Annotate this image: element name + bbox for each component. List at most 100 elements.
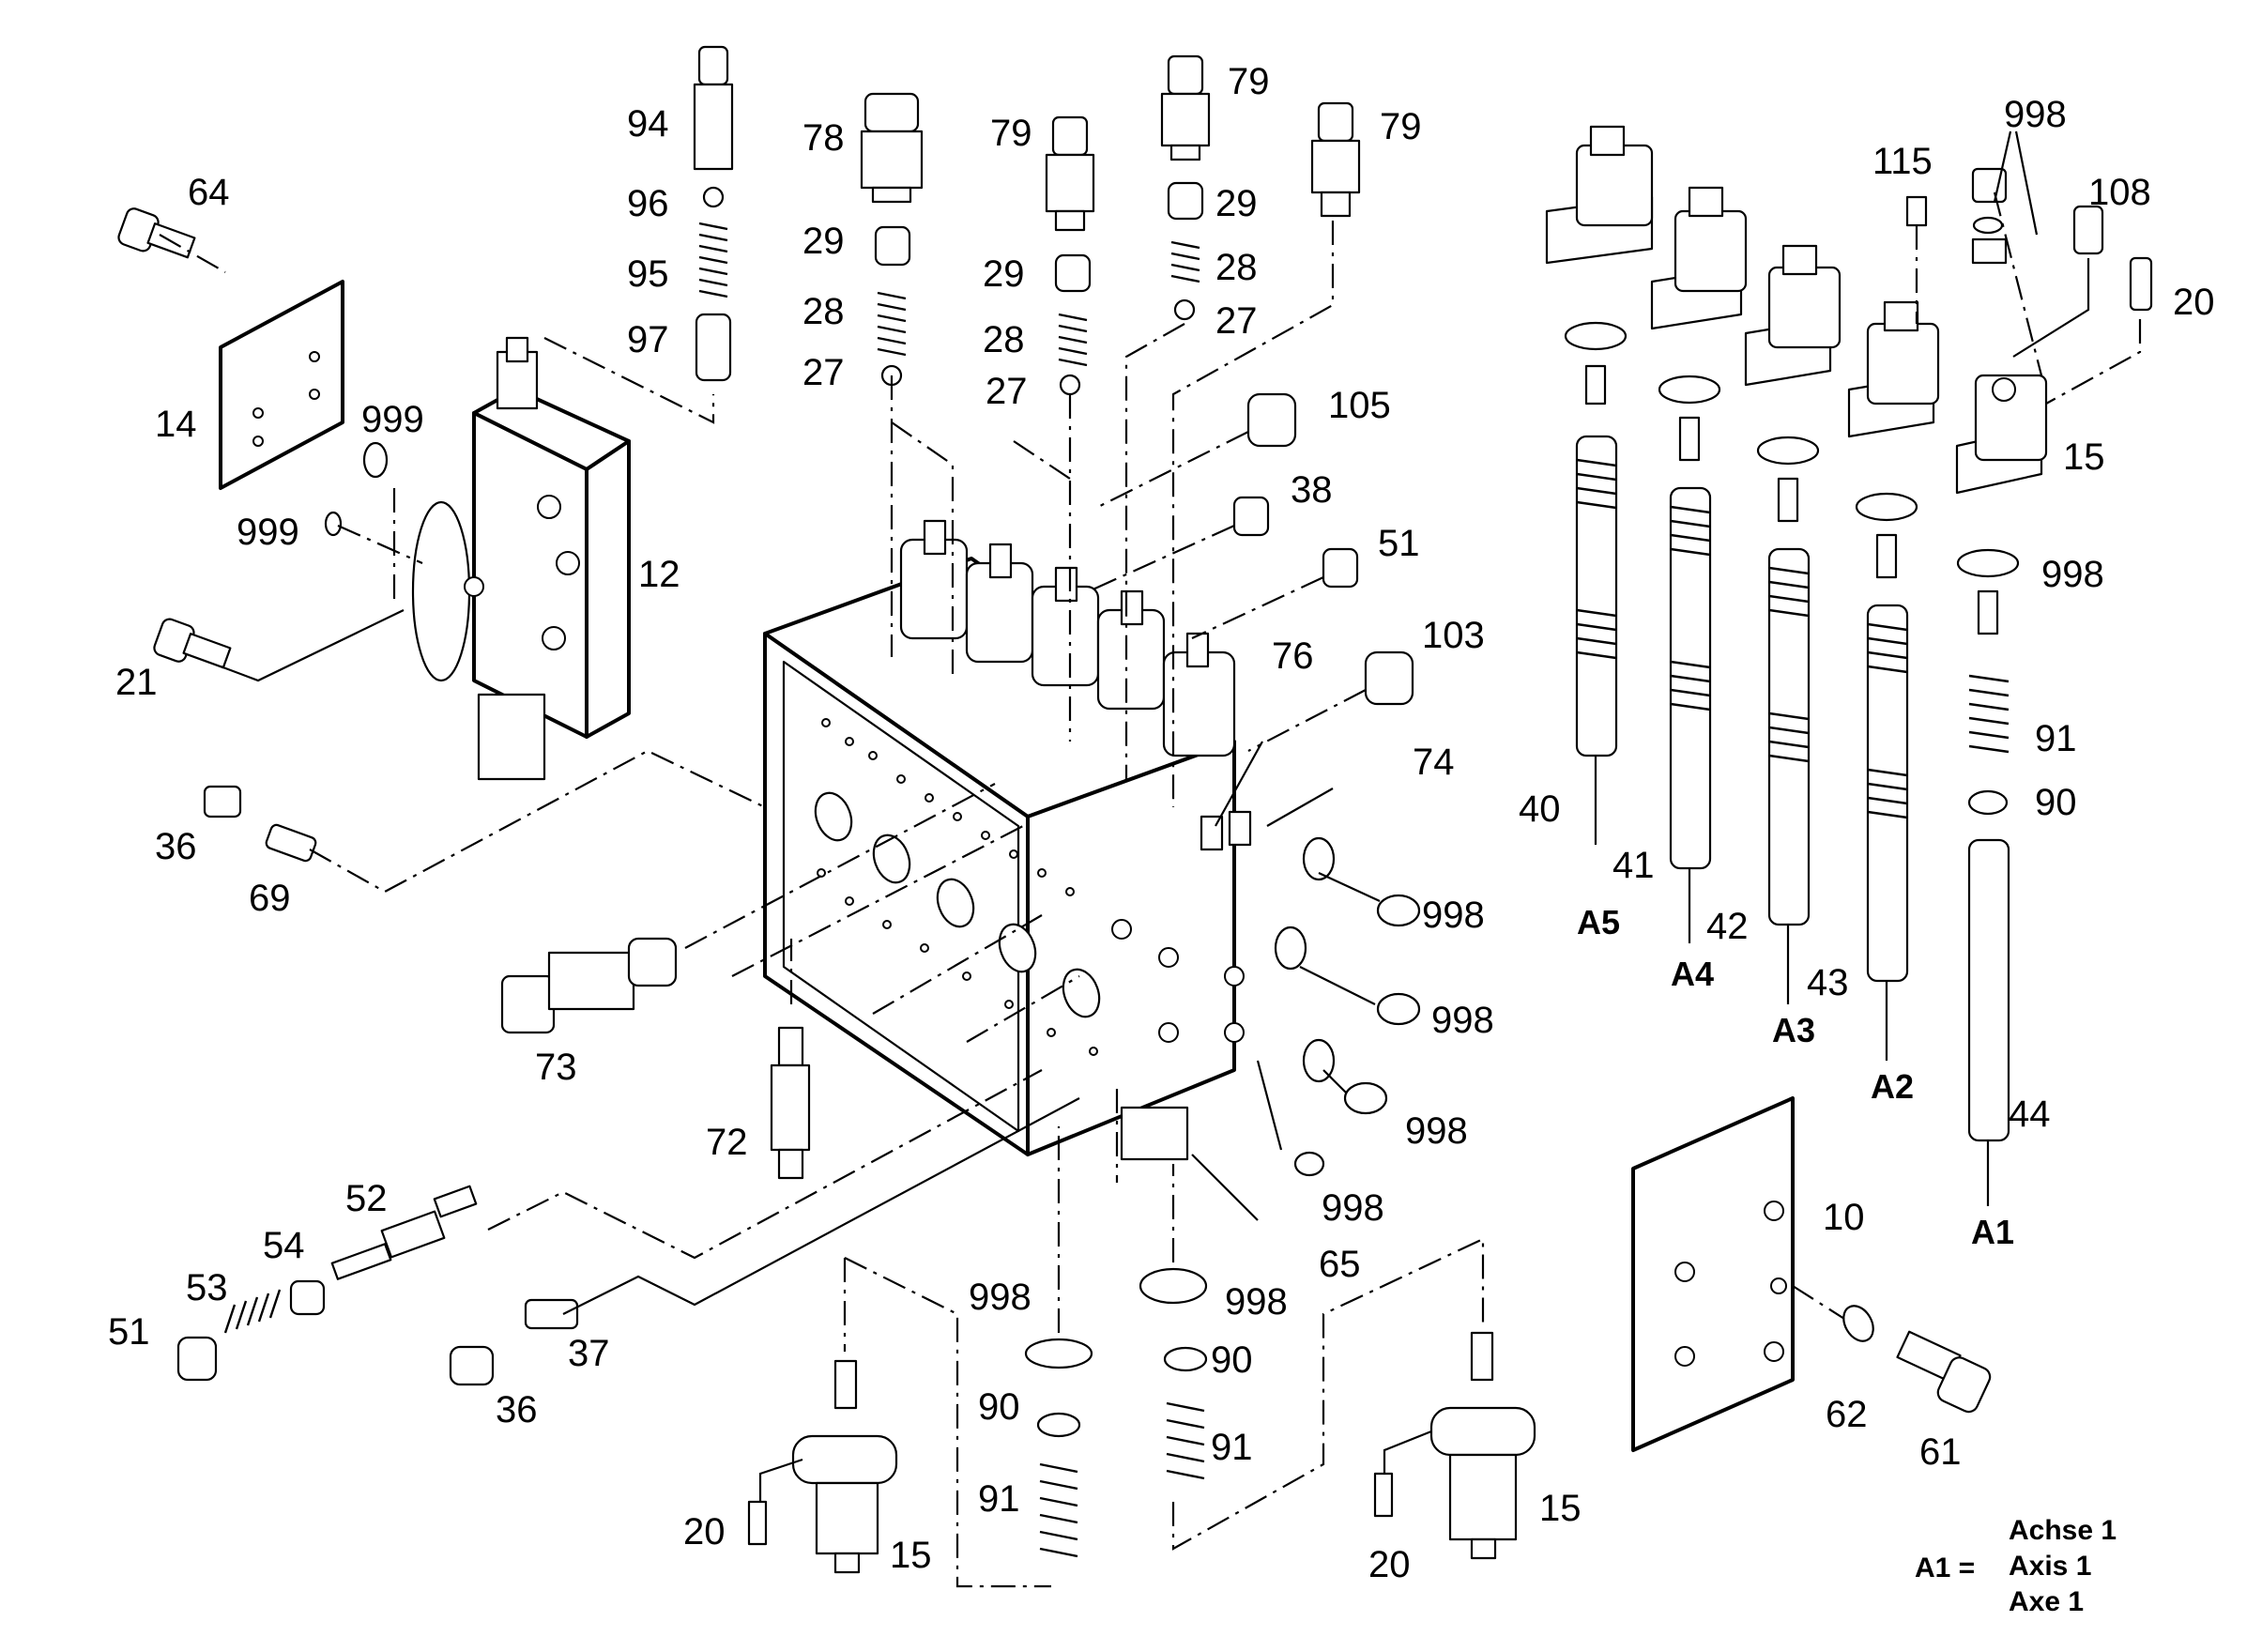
callout-15-b: 15 xyxy=(1539,1488,1582,1529)
spool-a2 xyxy=(1855,492,1918,983)
callout-labels: 64 14 999 999 12 21 36 69 73 72 94 96 95… xyxy=(108,61,2215,1585)
cover-plate-10 xyxy=(1631,1096,1795,1452)
callout-51-upper: 51 xyxy=(1378,523,1420,564)
axis-label-a3: A3 xyxy=(1772,1011,1815,1049)
callout-40: 40 xyxy=(1519,788,1561,830)
valve-52 xyxy=(330,1185,478,1280)
callout-12: 12 xyxy=(638,554,680,595)
cap-15-right xyxy=(1373,1331,1536,1560)
callout-96: 96 xyxy=(627,183,669,224)
callout-20-b: 20 xyxy=(1368,1544,1411,1585)
legend-line-fr: Axe 1 xyxy=(2009,1586,2084,1617)
axis-legend: A1 = Achse 1 Axis 1 Axe 1 xyxy=(1915,1515,2117,1617)
cartridge-79c xyxy=(1310,101,1361,218)
callout-14: 14 xyxy=(155,404,197,445)
callout-79-a: 79 xyxy=(990,113,1032,154)
callout-64: 64 xyxy=(188,172,230,213)
spool-a5 xyxy=(1564,321,1628,757)
callout-38: 38 xyxy=(1291,469,1333,511)
callout-65: 65 xyxy=(1319,1244,1361,1285)
callout-28-a: 28 xyxy=(802,291,845,332)
relief-valve-73 xyxy=(500,937,678,1034)
axis-label-a2: A2 xyxy=(1871,1067,1914,1106)
callout-15-c: 15 xyxy=(2063,436,2105,478)
callout-21: 21 xyxy=(115,662,158,703)
callout-52: 52 xyxy=(345,1178,388,1219)
axis-label-a1: A1 xyxy=(1971,1213,2014,1251)
callout-999-bottom: 999 xyxy=(237,512,299,553)
callout-79-c: 79 xyxy=(1380,106,1422,147)
bolt-64 xyxy=(117,207,196,259)
callout-998-g: 998 xyxy=(2004,94,2067,135)
callout-90-c: 90 xyxy=(2035,782,2077,823)
callout-998-c: 998 xyxy=(1405,1110,1468,1152)
spool-a1 xyxy=(1956,548,2020,1142)
top-pilot-caps xyxy=(899,519,1236,757)
spring-69 xyxy=(265,823,317,863)
spool-a4 xyxy=(1658,375,1721,870)
callout-20-c: 20 xyxy=(2173,282,2215,323)
callout-998-h: 998 xyxy=(2041,554,2104,595)
callout-27-b: 27 xyxy=(986,371,1028,412)
callout-115: 115 xyxy=(1872,141,1933,182)
callout-78: 78 xyxy=(802,117,845,159)
leader-lines xyxy=(159,130,2142,1588)
callout-61: 61 xyxy=(1919,1431,1962,1473)
side-valve-assembly xyxy=(411,336,631,781)
callout-79-b: 79 xyxy=(1228,61,1270,102)
callout-103: 103 xyxy=(1422,615,1485,656)
callout-108: 108 xyxy=(2088,172,2151,213)
legend-key: A1 = xyxy=(1915,1553,1975,1583)
cover-plate-14 xyxy=(219,280,344,490)
callout-91-c: 91 xyxy=(2035,718,2077,759)
legend-line-de: Achse 1 xyxy=(2009,1515,2117,1546)
callout-27-c: 27 xyxy=(1215,300,1258,342)
callout-74: 74 xyxy=(1413,742,1455,783)
callout-62: 62 xyxy=(1826,1394,1868,1435)
solenoid-caps xyxy=(1545,125,2048,495)
callout-29-a: 29 xyxy=(802,221,845,262)
callout-91-b: 91 xyxy=(1211,1427,1253,1468)
callout-73: 73 xyxy=(535,1047,577,1088)
callout-90-b: 90 xyxy=(1211,1339,1253,1381)
spool-a3 xyxy=(1756,436,1820,926)
callout-97: 97 xyxy=(627,319,669,360)
callout-27-a: 27 xyxy=(802,352,845,393)
callout-72: 72 xyxy=(706,1122,748,1163)
callout-53: 53 xyxy=(186,1267,228,1308)
bolt-61 xyxy=(1896,1330,1992,1414)
callout-998-f: 998 xyxy=(969,1277,1032,1318)
callout-76: 76 xyxy=(1272,635,1314,677)
cartridge-78 xyxy=(860,92,924,387)
axis-labels: A5 A4 A3 A2 A1 xyxy=(1577,903,2014,1251)
main-valve-block xyxy=(763,519,1336,1161)
callout-20-a: 20 xyxy=(683,1511,726,1553)
callout-41: 41 xyxy=(1612,845,1655,886)
callout-999-top: 999 xyxy=(361,399,424,440)
callout-28-b: 28 xyxy=(983,319,1025,360)
callout-998-a: 998 xyxy=(1422,895,1485,936)
callout-54: 54 xyxy=(263,1225,305,1266)
callout-998-d: 998 xyxy=(1322,1187,1384,1229)
bolt-21 xyxy=(153,618,232,669)
axis-label-a5: A5 xyxy=(1577,903,1620,941)
callout-43: 43 xyxy=(1807,962,1849,1003)
callout-37: 37 xyxy=(568,1333,610,1374)
callout-998-b: 998 xyxy=(1431,1000,1494,1041)
callout-44: 44 xyxy=(2009,1094,2051,1135)
cartridge-79b xyxy=(1160,54,1211,321)
callout-29-b: 29 xyxy=(983,253,1025,295)
callout-36-upper: 36 xyxy=(155,826,197,867)
callout-105: 105 xyxy=(1328,385,1391,426)
legend-line-en: Axis 1 xyxy=(2009,1551,2091,1582)
cap-15-left xyxy=(747,1359,898,1574)
cartridge-72 xyxy=(770,1026,811,1180)
callout-10: 10 xyxy=(1823,1197,1865,1238)
callout-91-a: 91 xyxy=(978,1478,1020,1520)
callout-94: 94 xyxy=(627,103,669,145)
cartridge-79a xyxy=(1045,115,1095,396)
callout-36-lower: 36 xyxy=(496,1389,538,1430)
callout-42: 42 xyxy=(1706,906,1749,947)
callout-90-a: 90 xyxy=(978,1386,1020,1428)
